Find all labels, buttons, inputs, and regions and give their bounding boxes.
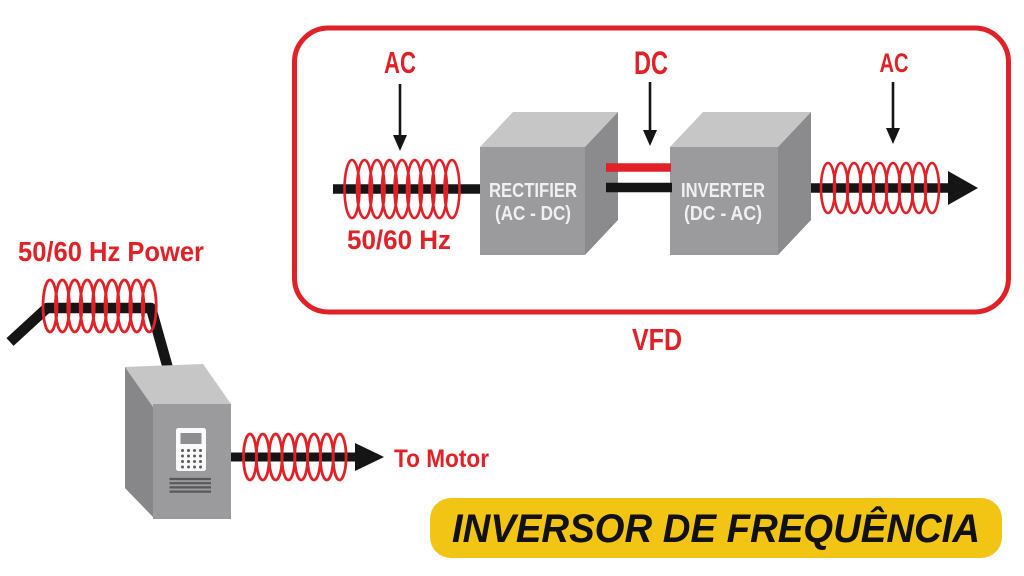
inverter-top-face: [670, 112, 811, 147]
inverter-name: INVERTER: [681, 180, 765, 202]
inverter-box: INVERTER (DC - AC): [670, 112, 811, 255]
rectifier-front-face: [480, 147, 585, 255]
ac-input-wave-coil: [343, 158, 461, 220]
down-arrow-ac-input-head: [393, 135, 407, 151]
banner-text: INVERSOR DE FREQUÊNCIA: [452, 505, 980, 551]
vent-grille: [169, 477, 211, 493]
rectifier-side-face: [585, 112, 618, 255]
vfd-block-diagram: RECTIFIER (AC - DC) INVERTER (DC - AC) A…: [292, 25, 1011, 315]
supply-cable: [6, 302, 175, 374]
rectifier-box: RECTIFIER (AC - DC): [480, 112, 618, 255]
title-banner: INVERSOR DE FREQUÊNCIA: [430, 498, 1002, 558]
label-ac-input: AC: [384, 45, 416, 80]
keypad-panel: [176, 428, 206, 471]
keypad-display: [180, 433, 202, 444]
label-ac-output: AC: [880, 48, 909, 78]
keypad-buttons: [181, 449, 202, 469]
label-dc-link: DC: [634, 45, 668, 81]
device-top-face: [125, 364, 231, 407]
down-arrow-ac-output-head: [886, 128, 900, 144]
vfd-device: [125, 364, 231, 519]
ac-output-wave-coil: [819, 161, 941, 215]
motor-arrow-head: [355, 443, 384, 471]
supply-label: 50/60 Hz Power: [18, 236, 204, 267]
device-left-face: [125, 367, 153, 517]
drive-unit-scene: 50/60 Hz Power: [6, 236, 489, 519]
down-arrow-dc-head: [643, 130, 657, 146]
inverter-side-face: [778, 112, 811, 255]
rectifier-conversion: (AC - DC): [495, 203, 571, 225]
to-motor-label: To Motor: [394, 445, 489, 473]
motor-wave-coil: [242, 432, 348, 482]
supply-wave-coil: [41, 278, 158, 334]
banner-background: [430, 498, 1002, 558]
inverter-front-face: [670, 147, 778, 255]
input-frequency-label: 50/60 Hz: [347, 225, 451, 255]
vfd-caption: VFD: [632, 322, 682, 357]
rectifier-top-face: [480, 112, 618, 147]
vfd-boundary-box: [292, 25, 1011, 315]
rectifier-name: RECTIFIER: [489, 180, 577, 202]
output-arrow-head: [948, 171, 978, 205]
inverter-conversion: (DC - AC): [684, 203, 762, 225]
